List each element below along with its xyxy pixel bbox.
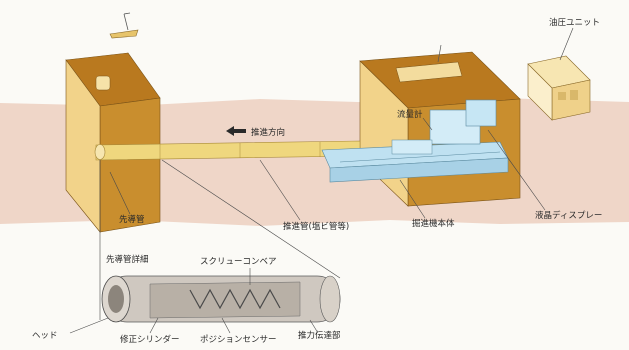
label-screw-conveyor: スクリューコンベア [200, 257, 277, 267]
left-pit [65, 52, 161, 233]
label-head: ヘッド [32, 331, 58, 341]
label-position-sensor: ポジションセンサー [200, 335, 277, 345]
jacking-machine [321, 99, 509, 183]
direction-arrow-icon [226, 126, 246, 136]
label-jacking-unit: 掘進機本体 [412, 218, 455, 229]
label-direction: 推進方向 [251, 127, 285, 138]
label-propulsion-pipe: 推進管(塩ビ管等) [283, 221, 349, 232]
surveyor-target-icon [109, 12, 139, 39]
lead-pipe-cutaway [101, 275, 341, 323]
hydraulic-unit [527, 55, 591, 121]
label-thrust-transmission: 推力伝達部 [298, 330, 341, 341]
label-lead-pipe: 先導管 [119, 214, 145, 225]
label-lcd-display: 液晶ディスプレー [535, 210, 602, 221]
label-flowmeter: 流量計 [397, 109, 423, 120]
label-lead-pipe-detail: 先導管詳細 [106, 254, 149, 265]
label-correction-cylinder: 修正シリンダー [120, 334, 180, 345]
label-hydraulic-unit: 油圧ユニット [549, 17, 600, 28]
leader-lines [69, 27, 574, 334]
